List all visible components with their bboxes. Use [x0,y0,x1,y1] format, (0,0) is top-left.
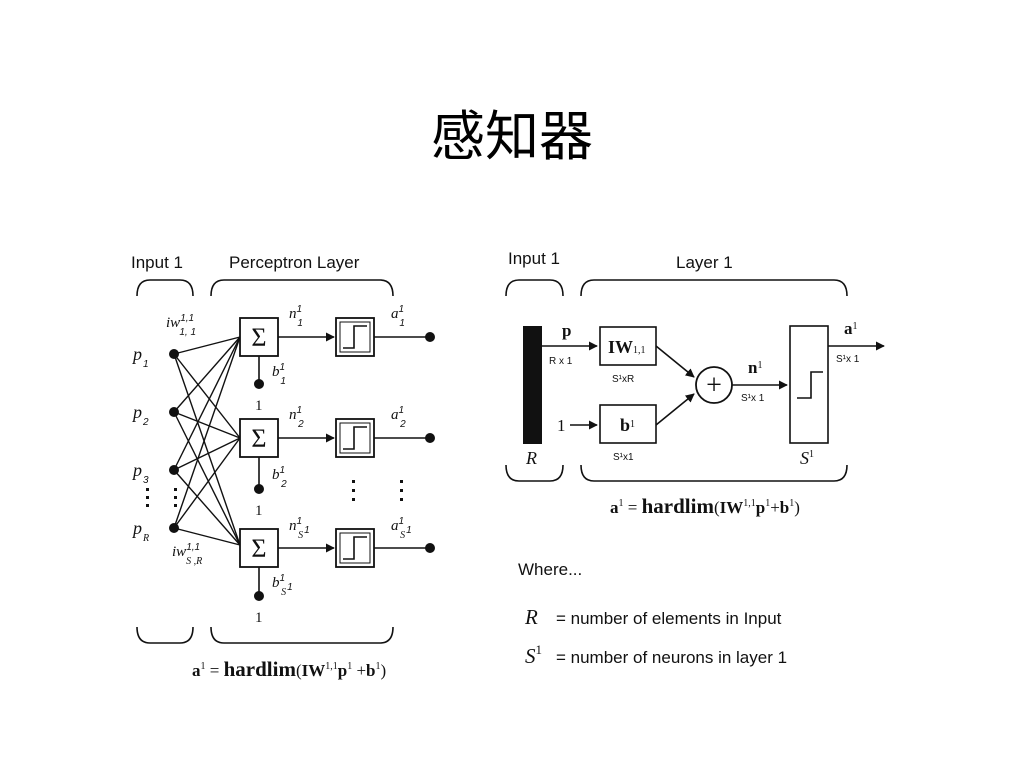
legend-symbol: S1 [525,642,542,668]
bias-one: 1 [255,503,263,519]
a-dim: S¹x 1 [836,354,860,365]
bias-one: 1 [255,610,263,626]
input-vector-bar [523,326,542,444]
bias-box [599,404,657,444]
left-input-bracket-top [136,279,194,297]
left-layer-bracket-top [210,279,394,297]
iw-dim: S¹xR [612,374,634,385]
step-function-icon [343,536,367,560]
hardlim-node [335,418,375,458]
n-dim: S¹x 1 [741,393,765,404]
bias-input-one: 1 [557,416,566,435]
step-function-icon [343,426,367,450]
sum-symbol: Σ [251,323,266,352]
bias-node [254,484,264,494]
n-label: n1 [748,358,762,377]
bias-node [254,591,264,601]
input-ellipsis [146,488,177,507]
sum-symbol: Σ [251,534,266,563]
legend-item-r: R = number of elements in Input [524,605,782,629]
legend-text: = number of elements in Input [556,609,782,628]
legend: Where... R = number of elements in Input… [518,560,787,668]
a-label: a1 [844,319,858,338]
left-diagram: Input 1 Perceptron Layer [131,253,435,681]
left-input-label: Input 1 [131,253,183,272]
p-dim: R x 1 [549,356,573,367]
sum-symbol: Σ [251,424,266,453]
plus-icon: + [706,370,722,401]
left-layer-label: Perceptron Layer [229,253,360,272]
legend-where: Where... [518,560,582,579]
step-function-icon [797,371,823,399]
right-formula: a1 = hardlim(IW1,1p1+b1) [610,494,800,518]
output-node [425,543,435,553]
input-node [169,407,179,417]
output-node [425,433,435,443]
neuron-ellipsis [352,480,403,501]
legend-symbol: R [524,605,538,629]
right-diagram: Input 1 Layer 1 R p R x 1 IW1,1 S¹xR 1 b… [505,249,885,518]
bias-box-label: b1 [620,415,635,435]
right-layer-bracket-bottom [580,464,848,482]
input-label-p1: p1 [131,344,149,370]
right-layer-label: Layer 1 [676,253,733,272]
input-nodes: p1 p2 p3 pR [131,344,179,544]
transfer-box [789,325,829,444]
left-input-bracket-bottom [136,626,194,644]
right-input-bracket-top [505,279,564,297]
input-node [169,523,179,533]
input-label-pR: pR [131,518,149,544]
right-layer-bracket-top [580,279,848,297]
iw-box [599,326,657,366]
input-label-p2: p2 [131,402,149,428]
input-label-p3: p3 [131,460,149,486]
left-formula: a1 = hardlim(IW1,1p1 +b1) [192,657,386,681]
input-node [169,349,179,359]
p-label: p [562,321,571,340]
hardlim-node [335,317,375,357]
step-function-icon [343,325,367,349]
transfer-label: S1 [800,448,814,468]
slide-title: 感知器 [431,105,593,168]
input-bar-label: R [525,448,537,468]
bias-box-dim: S¹x1 [613,452,634,463]
hardlim-node [335,528,375,568]
bias-one: 1 [255,398,263,414]
legend-item-s: S1 = number of neurons in layer 1 [525,642,787,668]
right-input-label: Input 1 [508,249,560,268]
output-node [425,332,435,342]
legend-text: = number of neurons in layer 1 [556,648,787,667]
left-layer-bracket-bottom [210,626,394,644]
input-node [169,465,179,475]
weight-connections [173,336,241,546]
bias-node [254,379,264,389]
right-input-bracket-bottom [505,464,564,482]
iw-label: IW1,1 [608,337,646,357]
